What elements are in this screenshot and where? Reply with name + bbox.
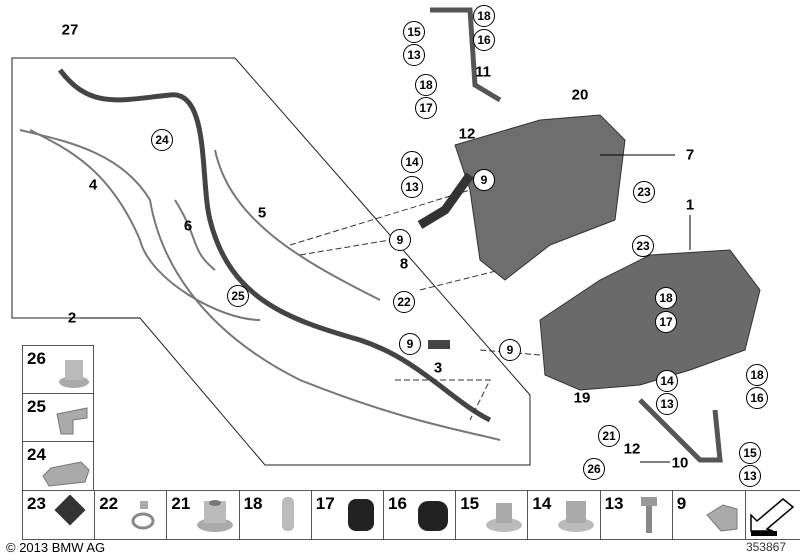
circled-callout: 16 (746, 387, 768, 409)
circled-callout: 13 (401, 176, 423, 198)
fuel-lines (58, 68, 492, 423)
part-number: 22 (99, 494, 119, 513)
circled-callout: 14 (401, 151, 423, 173)
fuel-tank-upper (454, 114, 626, 281)
part-cell-21: 21 (166, 490, 241, 540)
callout-label: 19 (573, 389, 591, 407)
part-number: 23 (27, 494, 46, 513)
part-number: 17 (315, 494, 335, 513)
circled-callout: 13 (403, 44, 425, 66)
circled-callout: 9 (399, 333, 421, 355)
circled-callout: 15 (403, 21, 425, 43)
callout-label: 20 (571, 86, 589, 104)
circled-callout: 14 (656, 370, 678, 392)
nut-icon (59, 360, 89, 388)
brake-lines (19, 129, 501, 441)
circled-callout: 9 (499, 339, 521, 361)
part-cell-22: 22 (94, 490, 169, 540)
copyright: © 2013 BMW AG (6, 540, 106, 555)
part-cell-24: 24 (22, 441, 94, 491)
part-cell-18: 18 (238, 490, 313, 540)
part-number: 15 (460, 494, 480, 513)
rivet-nut-icon (281, 497, 294, 531)
line-holder-icon (42, 461, 90, 487)
assembly-frame (11, 57, 531, 466)
circled-callout: 18 (655, 287, 677, 309)
callout-label: 5 (257, 204, 267, 222)
part-cell-13: 13 (599, 490, 674, 540)
circled-callout: 23 (633, 181, 655, 203)
callout-label: 3 (433, 359, 443, 377)
part-cell-23: 23 (22, 490, 96, 540)
grommet-icon (347, 499, 374, 531)
part-number: 24 (27, 445, 46, 464)
hose-clamp-icon (131, 501, 155, 530)
part-cell-14: 14 (527, 490, 602, 540)
circled-callout: 25 (227, 285, 249, 307)
circled-callout: 24 (151, 129, 173, 151)
circled-callout: 17 (415, 97, 437, 119)
circled-callout: 18 (473, 5, 495, 27)
spacer-sleeve-icon (486, 503, 523, 532)
part-number: 21 (171, 494, 191, 513)
circled-callout: 18 (746, 364, 768, 386)
part-number: 14 (532, 494, 552, 513)
callout-label: 6 (183, 217, 193, 235)
diagram-number: 353867 (745, 540, 786, 554)
callout-label: 10 (671, 454, 689, 472)
part-number: 25 (27, 397, 46, 416)
part-number: 26 (27, 349, 46, 368)
leaders (80, 154, 691, 463)
grommet-icon (418, 501, 448, 531)
part-cell-16: 16 (383, 490, 457, 540)
bolt-icon (640, 497, 657, 533)
part-cell-17: 17 (310, 490, 385, 540)
circled-callout: 16 (473, 29, 495, 51)
part-cell-15: 15 (455, 490, 530, 540)
part-number: 18 (243, 494, 263, 513)
strap-11 (430, 7, 502, 103)
gasket-icon (54, 495, 86, 526)
circled-callout: 13 (739, 465, 761, 487)
circled-callout: 13 (656, 393, 678, 415)
callout-label: 7 (685, 146, 695, 164)
hose-3 (428, 340, 450, 349)
part-cell-25: 25 (22, 393, 94, 443)
fuel-tank-main (539, 249, 761, 391)
callout-label: 1 (685, 196, 695, 214)
part-cell-9: 9 (671, 490, 746, 540)
arrow-reference-cell (744, 490, 800, 540)
clip-icon (706, 504, 738, 532)
part-number: 9 (676, 494, 687, 513)
circled-callout: 17 (655, 311, 677, 333)
part-cell-26: 26 (22, 345, 94, 395)
callout-label: 12 (623, 440, 641, 458)
part-number: 13 (604, 494, 624, 513)
circled-callout: 15 (739, 442, 761, 464)
circled-callout: 9 (473, 169, 495, 191)
hose-8 (417, 172, 474, 229)
arrow-icon (750, 498, 795, 536)
callout-label: 4 (88, 176, 98, 194)
callout-label: 12 (458, 125, 476, 143)
circled-callout: 26 (583, 458, 605, 480)
spacer-sleeve-icon (558, 501, 595, 532)
clip-icon (56, 407, 88, 435)
circled-callout: 21 (598, 425, 620, 447)
callout-label: 2 (67, 309, 77, 327)
callout-label: 27 (61, 21, 79, 39)
circled-callout: 18 (415, 74, 437, 96)
callout-label: 8 (399, 255, 409, 273)
circled-callout: 22 (393, 291, 415, 313)
circled-callout: 23 (632, 235, 654, 257)
circled-callout: 9 (389, 229, 411, 251)
strap-10 (638, 398, 723, 463)
part-number: 16 (388, 494, 407, 513)
callout-label: 11 (475, 63, 491, 81)
collar-nut-icon (197, 500, 234, 532)
